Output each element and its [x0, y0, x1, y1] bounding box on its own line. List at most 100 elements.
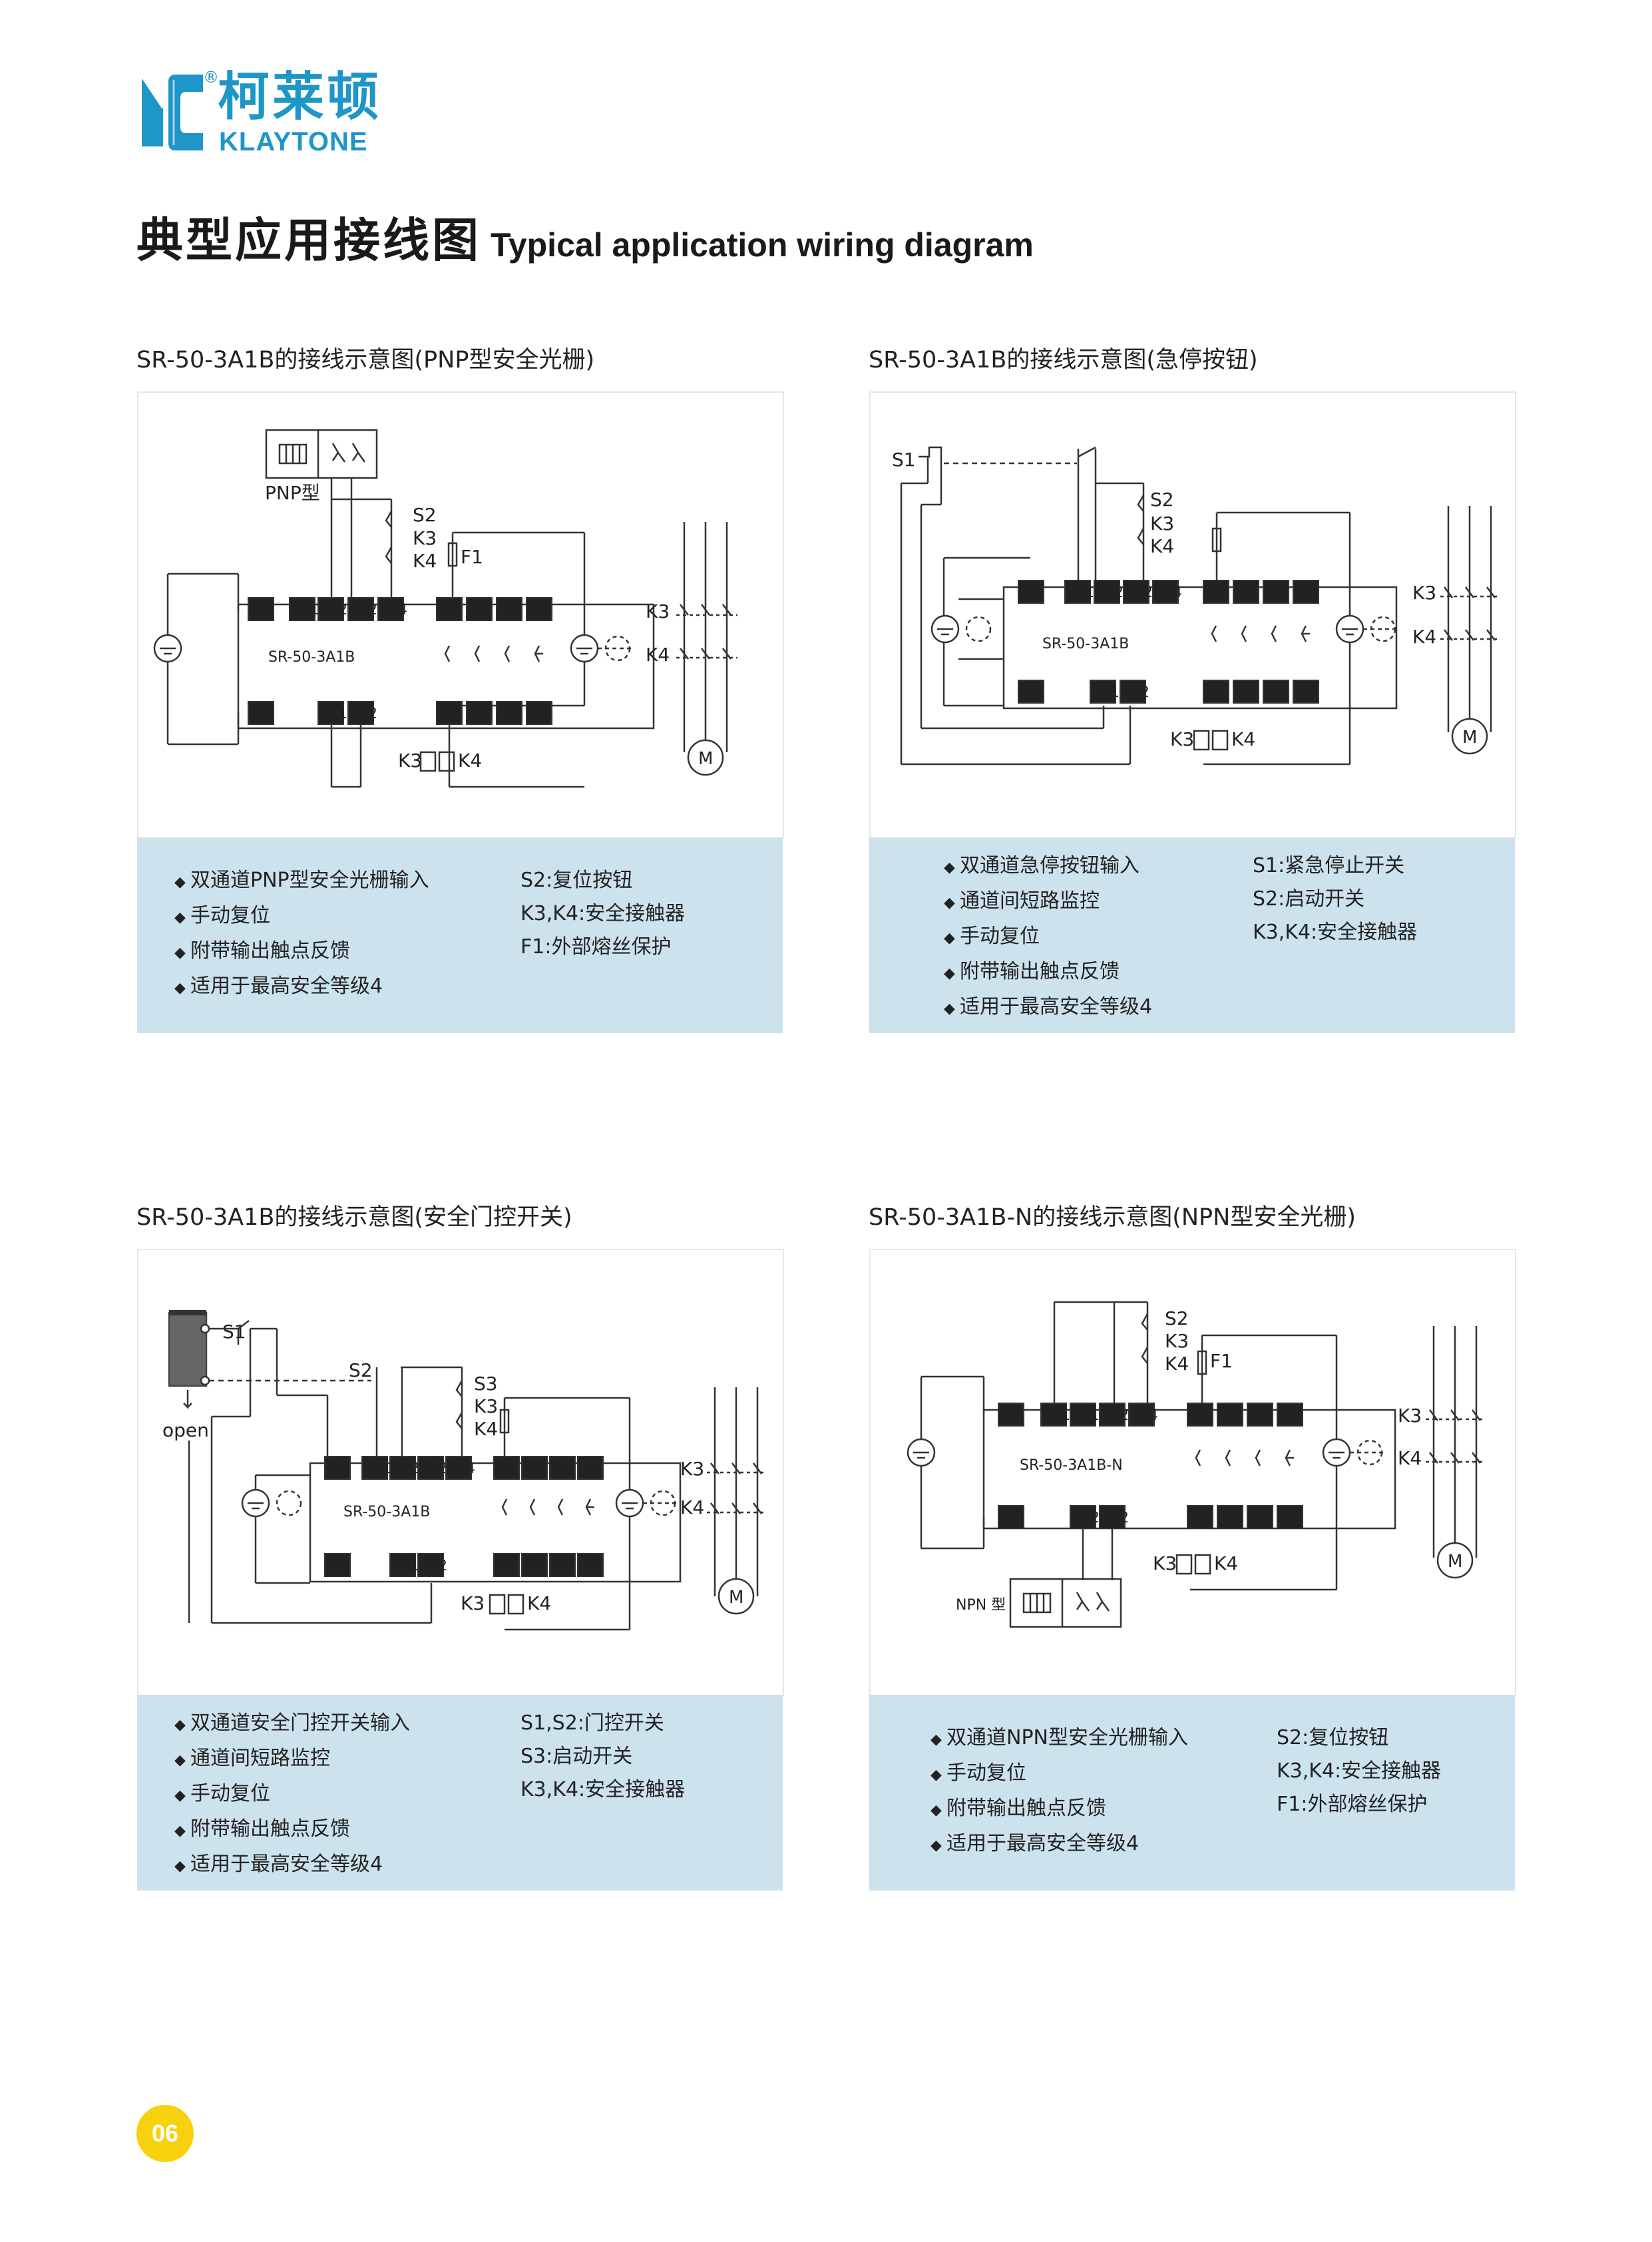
- feature-item: ◆附带输出触点反馈: [944, 960, 1120, 983]
- svg-text:14: 14: [1208, 684, 1227, 701]
- svg-text:34: 34: [1252, 1510, 1271, 1526]
- svg-text:SR-50-3A1B: SR-50-3A1B: [1042, 636, 1129, 652]
- svg-text:K4: K4: [1165, 1353, 1189, 1375]
- svg-text:13: 13: [499, 1460, 517, 1477]
- panel-caption: SR-50-3A1B的接线示意图(PNP型安全光栅): [136, 347, 595, 373]
- svg-text:42: 42: [1282, 1510, 1301, 1526]
- svg-text:33: 33: [1268, 584, 1287, 601]
- svg-text:S34: S34: [1154, 584, 1182, 601]
- svg-text:S11: S11: [1066, 584, 1094, 601]
- svg-text:33: 33: [1252, 1407, 1271, 1424]
- panel-caption: SR-50-3A1B-N的接线示意图(NPN型安全光栅): [869, 1204, 1356, 1231]
- svg-text:SR-50-3A1B: SR-50-3A1B: [343, 1504, 430, 1520]
- page-title-cn: 典型应用接线图: [136, 213, 481, 268]
- svg-text:S2: S2: [1165, 1307, 1189, 1329]
- svg-text:K3: K3: [1412, 582, 1436, 604]
- svg-text:S11: S11: [1042, 1407, 1070, 1424]
- svg-text:S21: S21: [319, 706, 347, 722]
- svg-text:A1: A1: [252, 602, 271, 618]
- svg-text:S1: S1: [892, 449, 916, 471]
- brand-name-en: KLAYTONE: [219, 127, 368, 156]
- svg-text:A1: A1: [328, 1460, 347, 1477]
- svg-text:24: 24: [1222, 1510, 1241, 1526]
- svg-text:33: 33: [501, 602, 520, 618]
- wiring-panel-pnp: PNP型 S2 K3 K4 F1 A1 S11 S12 S52 S34 13: [137, 391, 784, 1033]
- legend-item: F1:外部熔丝保护: [520, 935, 672, 959]
- feature-item: ◆双通道NPN型安全光栅输入: [930, 1726, 1188, 1749]
- feature-list: ◆双通道安全门控开关输入 ◆通道间短路监控 ◆手动复位 ◆附带输出触点反馈 ◆适…: [174, 1707, 410, 1883]
- svg-text:S34: S34: [1130, 1407, 1158, 1424]
- svg-text:41: 41: [1282, 1407, 1301, 1424]
- svg-text:23: 23: [471, 602, 490, 618]
- panel-info: ◆双通道急停按钮输入 ◆通道间短路监控 ◆手动复位 ◆附带输出触点反馈 ◆适用于…: [869, 837, 1515, 1033]
- svg-text:F1: F1: [461, 546, 483, 568]
- svg-text:S34: S34: [379, 602, 407, 618]
- svg-text:14: 14: [1192, 1510, 1211, 1526]
- feature-item: ◆双通道安全门控开关输入: [174, 1711, 410, 1735]
- legend-list: S1,S2:门控开关 S3:启动开关 K3,K4:安全接触器: [520, 1707, 685, 1807]
- feature-item: ◆适用于最高安全等级4: [944, 995, 1153, 1018]
- feature-list: ◆双通道NPN型安全光栅输入 ◆手动复位 ◆附带输出触点反馈 ◆适用于最高安全等…: [930, 1721, 1188, 1863]
- feature-item: ◆手动复位: [930, 1761, 1026, 1785]
- legend-list: S1:紧急停止开关 S2:启动开关 K3,K4:安全接触器: [1253, 849, 1417, 949]
- svg-text:K3: K3: [398, 750, 422, 772]
- panel-info: ◆双通道安全门控开关输入 ◆通道间短路监控 ◆手动复位 ◆附带输出触点反馈 ◆适…: [137, 1695, 783, 1891]
- legend-item: S2:启动开关: [1253, 887, 1365, 911]
- svg-text:S11: S11: [363, 1460, 391, 1477]
- svg-text:13: 13: [441, 602, 460, 618]
- svg-text:S12: S12: [1096, 584, 1124, 601]
- wiring-diagram-frame: S1 S2 K3 K4: [869, 391, 1516, 839]
- svg-text:K3: K3: [646, 600, 670, 622]
- legend-list: S2:复位按钮 K3,K4:安全接触器 F1:外部熔丝保护: [520, 864, 685, 964]
- svg-text:42: 42: [531, 706, 550, 722]
- panel-info: ◆双通道PNP型安全光栅输入 ◆手动复位 ◆附带输出触点反馈 ◆适用于最高安全等…: [137, 837, 783, 1033]
- svg-text:S52: S52: [349, 602, 377, 618]
- svg-text:23: 23: [1222, 1407, 1241, 1424]
- svg-text:S2: S2: [349, 1359, 373, 1381]
- legend-item: K3,K4:安全接触器: [1277, 1759, 1442, 1783]
- svg-text:M: M: [1448, 1552, 1462, 1572]
- feature-item: ◆手动复位: [174, 1782, 270, 1805]
- panel-caption: SR-50-3A1B的接线示意图(安全门控开关): [136, 1204, 572, 1231]
- pnp-sensor-icon: [265, 429, 378, 479]
- svg-text:S34: S34: [447, 1460, 475, 1477]
- feature-item: ◆双通道急停按钮输入: [944, 854, 1139, 877]
- feature-item: ◆手动复位: [944, 925, 1040, 948]
- svg-text:K3: K3: [1150, 513, 1174, 535]
- feature-list: ◆双通道PNP型安全光栅输入 ◆手动复位 ◆附带输出触点反馈 ◆适用于最高安全等…: [174, 864, 429, 1005]
- feature-item: ◆双通道PNP型安全光栅输入: [174, 869, 429, 892]
- svg-text:K4: K4: [1398, 1447, 1422, 1469]
- svg-text:K4: K4: [646, 644, 670, 666]
- svg-text:K4: K4: [1231, 728, 1255, 750]
- svg-text:33: 33: [554, 1460, 573, 1477]
- svg-text:NPN 型: NPN 型: [956, 1597, 1006, 1614]
- svg-text:A2: A2: [1022, 684, 1041, 701]
- legend-item: K3,K4:安全接触器: [520, 902, 686, 925]
- feature-item: ◆适用于最高安全等级4: [174, 1853, 383, 1876]
- svg-text:24: 24: [1238, 684, 1257, 701]
- svg-text:A1: A1: [1022, 584, 1041, 601]
- svg-text:K4: K4: [474, 1418, 498, 1440]
- svg-text:14: 14: [499, 1558, 517, 1574]
- legend-item: S1:紧急停止开关: [1253, 854, 1405, 877]
- brand-logo: 柯莱顿 ® KLAYTONE: [136, 68, 383, 158]
- wiring-diagram-pnp: PNP型 S2 K3 K4 F1 A1 S11 S12 S52 S34 13: [153, 429, 737, 788]
- svg-text:S22: S22: [419, 1558, 447, 1574]
- feature-item: ◆附带输出触点反馈: [174, 939, 350, 963]
- feature-list: ◆双通道急停按钮输入 ◆通道间短路监控 ◆手动复位 ◆附带输出触点反馈 ◆适用于…: [944, 849, 1152, 1026]
- svg-text:K3: K3: [680, 1458, 704, 1480]
- legend-item: S1,S2:门控开关: [520, 1711, 664, 1735]
- wiring-diagram-estop: S1 S2 K3 K4: [892, 446, 1499, 766]
- legend-item: F1:外部熔丝保护: [1277, 1793, 1428, 1816]
- legend-item: S2:复位按钮: [1277, 1726, 1389, 1749]
- svg-text:K3: K3: [1153, 1552, 1177, 1574]
- svg-text:S52: S52: [1101, 1407, 1129, 1424]
- page-number-badge: 06: [136, 2105, 194, 2162]
- feature-item: ◆通道间短路监控: [174, 1747, 330, 1770]
- klaytone-logo-icon: [140, 75, 203, 150]
- svg-text:A2: A2: [252, 706, 271, 722]
- svg-text:K4: K4: [527, 1592, 551, 1614]
- svg-text:41: 41: [531, 602, 550, 618]
- svg-text:34: 34: [1268, 684, 1287, 701]
